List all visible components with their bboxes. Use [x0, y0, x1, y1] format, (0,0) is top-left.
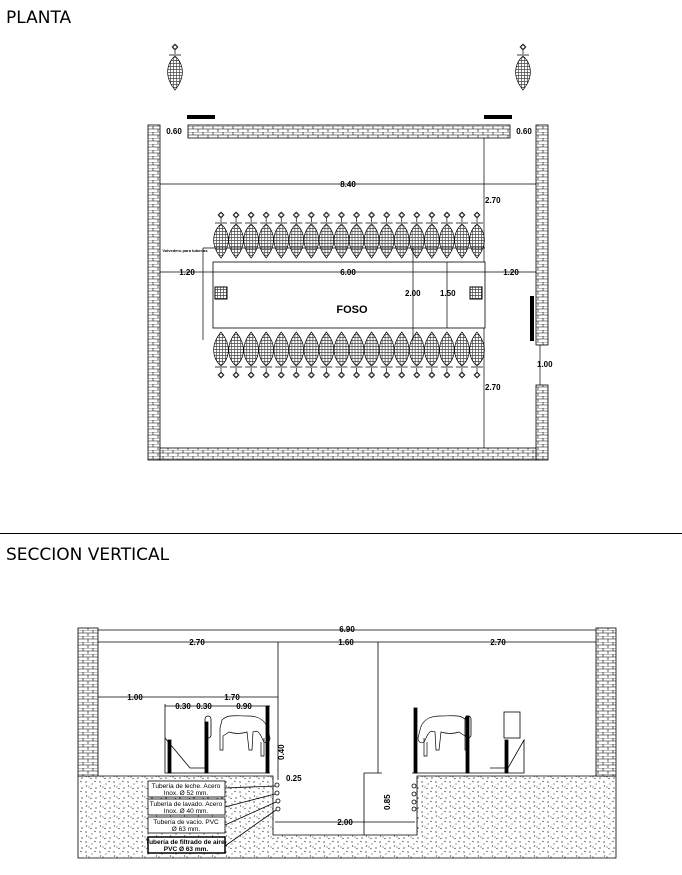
cow-icon: [363, 331, 380, 379]
cow-icon: [454, 331, 470, 379]
dim-top-depth: 2.70: [485, 196, 501, 205]
wall-right-upper: [535, 124, 549, 346]
pipe-label: Tubería de leche. Acero: [152, 783, 221, 790]
dim-side-left: 1.20: [179, 268, 195, 277]
pipe-note: Volvedero para tuberías: [162, 248, 208, 253]
dim-c: 0.90: [236, 702, 252, 711]
cow-icon: [273, 331, 289, 379]
cow-icon: [333, 331, 350, 379]
cow-icon: [394, 211, 410, 259]
dim-pit-width-a: 2.00: [405, 289, 421, 298]
divider: [0, 533, 682, 534]
pipe-label-box: [147, 816, 226, 834]
cow-icon: [424, 331, 440, 379]
wall-left: [147, 124, 161, 461]
cow-icon: [454, 211, 470, 259]
section-title: SECCION VERTICAL: [6, 545, 170, 565]
cow-icon: [333, 211, 350, 259]
cow-icon: [348, 331, 365, 379]
cow-icon: [213, 211, 229, 259]
cow-icon: [439, 211, 455, 259]
dim-door-left: 0.60: [166, 127, 182, 136]
cow-icon: [258, 331, 274, 379]
pipe-box: [214, 286, 228, 300]
cow-icon: [439, 331, 455, 379]
cow-icon: [228, 211, 244, 259]
dim-pit-width-b: 1.50: [440, 289, 456, 298]
cow-icon: [288, 211, 304, 259]
dim-pit-length: 6.00: [340, 268, 356, 277]
door-marker: [187, 115, 215, 119]
wall-left: [77, 627, 99, 777]
wall-right: [595, 627, 617, 777]
pit-label: FOSO: [336, 304, 368, 316]
cow-icon: [409, 211, 425, 259]
cow-row-bottom: [213, 331, 485, 379]
dim-total: 6.90: [339, 625, 355, 634]
cow-icon: [318, 211, 335, 259]
dim-left: 2.70: [189, 638, 205, 647]
pipe-label: Inox. Ø 52 mm.: [164, 790, 209, 797]
pipe-label: Tubería de lavado. Acero: [150, 801, 223, 808]
pit-outline: [212, 261, 486, 329]
cow-icon: [469, 211, 485, 259]
cow-icon: [409, 331, 425, 379]
dim-pit-depth: 0.85: [383, 794, 392, 810]
door-marker: [530, 296, 534, 341]
cow-icon: [318, 331, 335, 379]
cow-icon: [303, 211, 320, 259]
cow-icon: [394, 331, 410, 379]
cow-icon: [243, 331, 259, 379]
dim-right: 2.70: [490, 638, 506, 647]
dim-step: 0.25: [286, 774, 302, 783]
dim-height: 0.40: [277, 744, 286, 760]
pipe-label-box: [147, 780, 226, 798]
cow-side-icon: [417, 715, 469, 757]
wall-top: [187, 124, 511, 139]
cow-icon: [469, 331, 485, 379]
cow-side-icon: [219, 715, 271, 757]
dim-door-right: 0.60: [516, 127, 532, 136]
dim-pit-width: 2.00: [337, 818, 353, 827]
pipe-label: Tubería de vacío. PVC: [153, 819, 219, 826]
pipe-label: Ø 63 mm.: [172, 826, 201, 833]
pipe-label: PVC Ø 63 mm.: [164, 846, 209, 853]
cow-icon: [213, 331, 229, 379]
pipe-box: [469, 286, 483, 300]
cow-icon: [378, 331, 395, 379]
plan-title: PLANTA: [6, 8, 72, 28]
cow-icon: [378, 211, 395, 259]
wall-bottom: [159, 447, 537, 461]
pipe-label: Tubería de filtrado de aire.: [146, 839, 227, 846]
dim-b: 0.30: [196, 702, 212, 711]
dim-a: 0.30: [175, 702, 191, 711]
pipe-label-box: [147, 836, 226, 854]
dim-center: 1.60: [338, 638, 354, 647]
cow-icon: [348, 211, 365, 259]
cow-icon: [363, 211, 380, 259]
cow-icon: [515, 43, 531, 91]
dim-stall: 1.70: [224, 693, 240, 702]
cow-icon: [424, 211, 440, 259]
dim-side-right: 1.20: [503, 268, 519, 277]
door-marker: [484, 115, 512, 119]
cow-icon: [167, 43, 183, 91]
dim-bottom-depth: 2.70: [485, 383, 501, 392]
cow-icon: [228, 331, 244, 379]
dim-width: 8.40: [340, 180, 356, 189]
dim-wall-offset: 1.00: [127, 693, 143, 702]
dim-door-side: 1.00: [537, 360, 553, 369]
pipe-label: Inox. Ø 40 mm.: [164, 808, 209, 815]
cow-icon: [243, 211, 259, 259]
cow-icon: [303, 331, 320, 379]
cow-row-top: [213, 211, 485, 259]
pipe-label-box: [147, 798, 226, 816]
cow-icon: [258, 211, 274, 259]
cow-icon: [288, 331, 304, 379]
cow-icon: [273, 211, 289, 259]
section-drawing: 6.90 2.70 1.60 2.70 1.00 1.70 0.30 0.30 …: [77, 625, 617, 859]
plan-drawing: 0.60 0.60 8.40 2.70 2.70 1.20 1.20 6.00 …: [147, 43, 553, 461]
wall-right-lower: [535, 384, 549, 461]
